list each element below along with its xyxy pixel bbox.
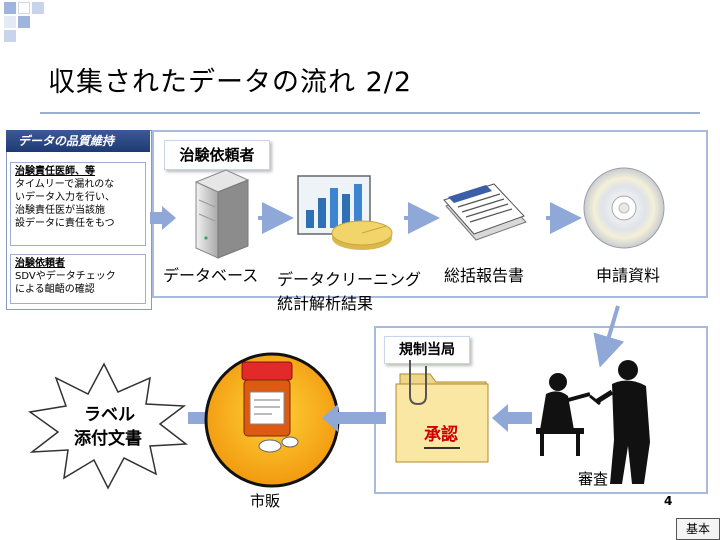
- sidebar-box-line: SDVやデータチェック: [15, 271, 116, 282]
- page-number: 4: [664, 494, 673, 508]
- reviewers-icon: [536, 360, 650, 484]
- approval-stamp: 承認: [424, 425, 458, 445]
- step-label-database: データベース: [163, 266, 259, 285]
- step-label-report: 総括報告書: [444, 266, 525, 285]
- approval-folder-icon: [395, 360, 489, 463]
- slide-title: 収集されたデータの流れ 2/2: [48, 67, 413, 98]
- sidebar-box-sponsor: 治験依頼者 SDVやデータチェック による齟齬の確認: [10, 254, 146, 304]
- sidebar-arrow: [150, 206, 176, 230]
- market-label: 市販: [250, 492, 281, 510]
- sidebar-box-heading: 治験依頼者: [15, 258, 65, 269]
- review-to-approval-arrow: [492, 404, 532, 432]
- label-burst-shape: [28, 362, 189, 490]
- cd-disc-icon: [583, 167, 665, 249]
- step-label-analysis: 統計解析結果: [277, 294, 374, 313]
- corner-square-1: [4, 2, 16, 14]
- sidebar-box-investigator: 治験責任医師、等 タイムリーで漏れのな いデータ入力を行い、 治験責任医が当該施…: [10, 162, 146, 246]
- sidebar-heading: データの品質維持: [6, 130, 150, 152]
- corner-square-2: [18, 2, 30, 14]
- corner-square-5: [4, 16, 16, 28]
- medicine-bottle-icon: [204, 352, 340, 488]
- burst-text-document: 添付文書: [74, 429, 142, 449]
- category-tag: 基本: [676, 518, 720, 540]
- sidebar-box-line: いデータ入力を行い、: [15, 192, 115, 203]
- corner-square-6: [4, 30, 16, 42]
- sidebar-box-heading: 治験責任医師、等: [15, 166, 95, 177]
- sidebar-box-line: による齟齬の確認: [15, 284, 95, 295]
- step-label-application: 申請資料: [596, 266, 661, 285]
- sidebar-box-line: 設データに責任をもつ: [15, 218, 115, 229]
- corner-square-3: [32, 2, 44, 14]
- chart-cleaning-icon: [297, 175, 393, 250]
- sidebar-box-line: タイムリーで漏れのな: [15, 179, 115, 190]
- title-divider: [40, 112, 700, 114]
- sponsor-label: 治験依頼者: [164, 140, 270, 170]
- database-server-icon: [194, 169, 250, 259]
- step-label-cleaning: データクリーニング: [277, 270, 422, 289]
- burst-text-label: ラベル: [84, 405, 135, 425]
- report-document-icon: [443, 183, 527, 241]
- corner-square-4: [18, 16, 30, 28]
- flow-arrow: [593, 305, 625, 368]
- approval-to-market-arrow: [322, 404, 386, 432]
- sidebar-box-line: 治験責任医が当該施: [15, 205, 105, 216]
- review-label: 審査: [578, 470, 609, 488]
- regulator-label: 規制当局: [384, 336, 470, 364]
